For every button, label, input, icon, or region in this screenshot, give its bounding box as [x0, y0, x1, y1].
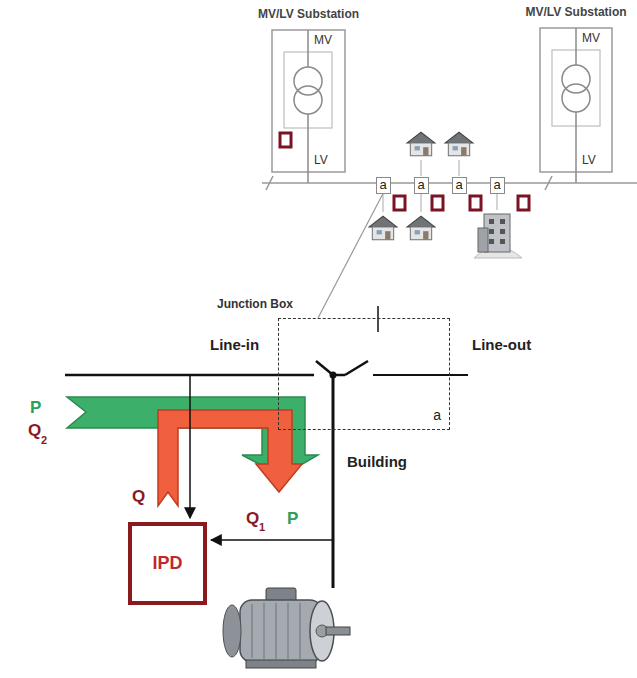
substation-box: MV/LV SubstationMVLV: [272, 30, 345, 172]
ipd-box: IPD: [128, 522, 207, 605]
switch-blade: [345, 361, 368, 375]
power-symbol: Q: [28, 421, 41, 441]
house-icon: [407, 216, 435, 239]
service-drop: [497, 193, 498, 210]
bus-break: [545, 176, 552, 190]
power-symbol: Q: [246, 509, 259, 529]
building-label: Building: [347, 453, 407, 470]
mv-feeder: [575, 28, 577, 65]
junction-box: Junction Boxa: [278, 318, 450, 430]
service-drop: [421, 193, 422, 212]
node-title: Junction Box: [217, 298, 293, 312]
reactive-power-arrow: [158, 410, 302, 506]
service-drop: [459, 160, 460, 176]
node-title: a: [417, 178, 424, 193]
mv-feeder: [307, 30, 309, 67]
power-symbol: Q: [132, 487, 145, 507]
leader-connector: [318, 194, 383, 319]
junction-box-small: a: [490, 177, 505, 194]
meter-symbol: [394, 196, 405, 210]
power-symbol: P: [287, 509, 298, 529]
upstream-wire: [377, 306, 379, 332]
meter-symbol: [518, 196, 529, 210]
building-wire: [332, 375, 335, 588]
bus-break: [266, 176, 273, 190]
house-icon: [445, 132, 473, 155]
node-text: LV: [582, 154, 596, 168]
subscript: 2: [41, 434, 47, 447]
node-title: a: [493, 178, 500, 193]
meter-symbol: [432, 196, 443, 210]
transformer-winding: [294, 86, 322, 114]
current-sense-arrow: [211, 539, 333, 541]
junction-box-small: a: [452, 177, 467, 194]
node-title: MV/LV Substation: [525, 6, 626, 20]
service-drop: [383, 193, 384, 212]
house-icon: [407, 132, 435, 155]
line-label: Line-in: [210, 336, 259, 353]
motor-illustration: [223, 588, 350, 668]
meter-symbol: [470, 196, 481, 210]
transformer-winding: [562, 84, 590, 112]
node-text: MV: [582, 32, 600, 46]
node-title: a: [455, 178, 462, 193]
node-title: IPD: [152, 553, 182, 574]
apartment-building-icon: [474, 214, 522, 258]
meter-symbols: [280, 133, 529, 210]
lv-feeder: [307, 114, 309, 183]
subscript: 1: [259, 521, 265, 534]
node-title: a: [379, 178, 386, 193]
node-text: MV: [314, 34, 332, 48]
service-drop: [421, 160, 422, 176]
junction-box-small: a: [376, 177, 391, 194]
node-text: a: [433, 407, 441, 423]
node-text: LV: [314, 154, 328, 168]
lv-feeder: [575, 112, 577, 183]
voltage-sense-arrow: [189, 375, 191, 518]
substation-box: MV/LV SubstationMVLV: [540, 28, 612, 172]
meter-symbol: [280, 133, 291, 147]
lv-bus: [262, 182, 637, 184]
line-out-wire: [373, 374, 468, 376]
node-title: MV/LV Substation: [258, 8, 359, 22]
power-symbol: P: [30, 398, 41, 418]
junction-box-small: a: [414, 177, 429, 194]
line-label: Line-out: [472, 336, 531, 353]
house-icon: [369, 216, 397, 239]
